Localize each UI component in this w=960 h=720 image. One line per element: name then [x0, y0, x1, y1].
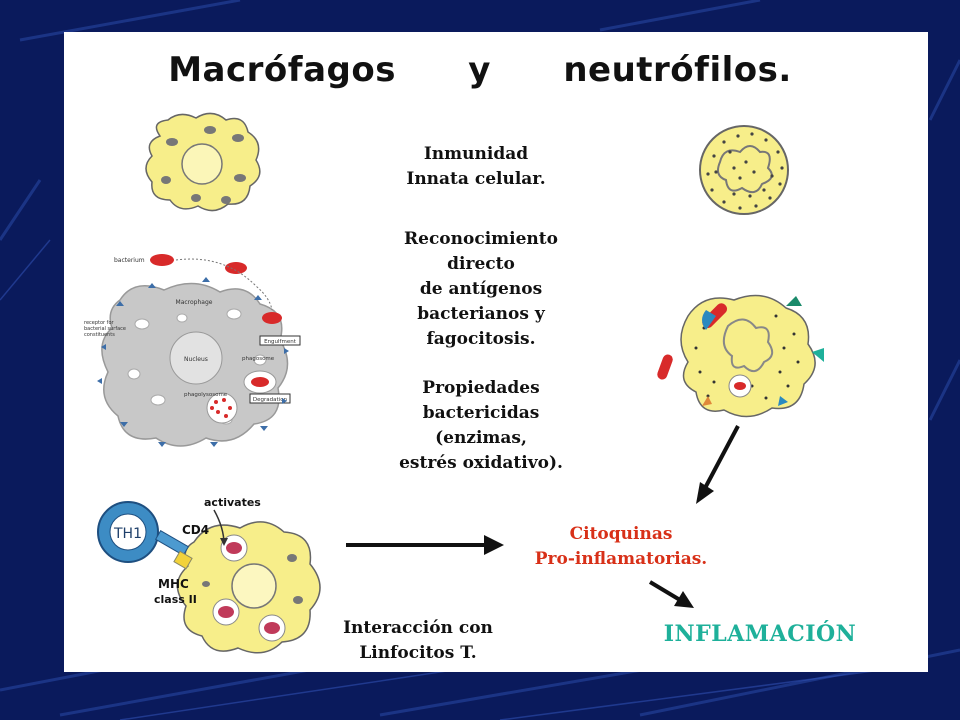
degradation-label: Degradation: [253, 397, 288, 403]
th1-label: TH1: [113, 526, 142, 542]
cytokines-text: Citoquinas Pro-inflamatorias.: [534, 524, 708, 569]
inflammation-text: INFLAMACIÓN: [663, 621, 857, 647]
cd4-label: CD4: [182, 523, 209, 537]
receptor-label-1: receptor for: [84, 320, 115, 326]
recognition-text: Reconocimiento directo de antígenos bact…: [404, 229, 558, 349]
phagolysosome-label: phagolysosome: [184, 392, 228, 398]
mhc-label: MHC: [158, 577, 189, 591]
th1-macrophage-interaction: TH1 activates CD4 MHC class II: [97, 496, 321, 654]
title-macrophages: Macrófagos: [168, 50, 396, 90]
properties-text: Propiedades bactericidas (enzimas, estré…: [399, 378, 563, 473]
class-ii-label: class II: [154, 593, 197, 606]
nucleus-label: Nucleus: [184, 356, 208, 363]
engulfment-label: Engulfment: [264, 339, 297, 345]
macrophage-label: Macrophage: [176, 299, 213, 306]
bacterium-label: bacterium: [114, 257, 145, 264]
phagosome-label: phagosome: [242, 356, 275, 362]
title-and: y: [468, 50, 491, 90]
interaction-text: Interacción con Linfocitos T.: [343, 618, 493, 663]
activates-label: activates: [204, 496, 261, 509]
macrophage-phagocytosis-diagram: Nucleus Macrophage phagosome phagolysoso…: [84, 254, 301, 447]
receptor-label-2: bacterial surface: [84, 326, 126, 332]
receptor-label-3: constituents: [84, 332, 115, 338]
neutrophil-cell-illustration: [699, 125, 789, 215]
title-neutrophils: neutrófilos.: [563, 50, 792, 90]
neutrophil-phagocytosis-illustration: [657, 294, 824, 418]
macrophage-cell-illustration: [145, 112, 261, 212]
innate-immunity-text: Inmunidad Innata celular.: [406, 144, 546, 189]
slide-title: Macrófagos y neutrófilos.: [0, 50, 960, 90]
